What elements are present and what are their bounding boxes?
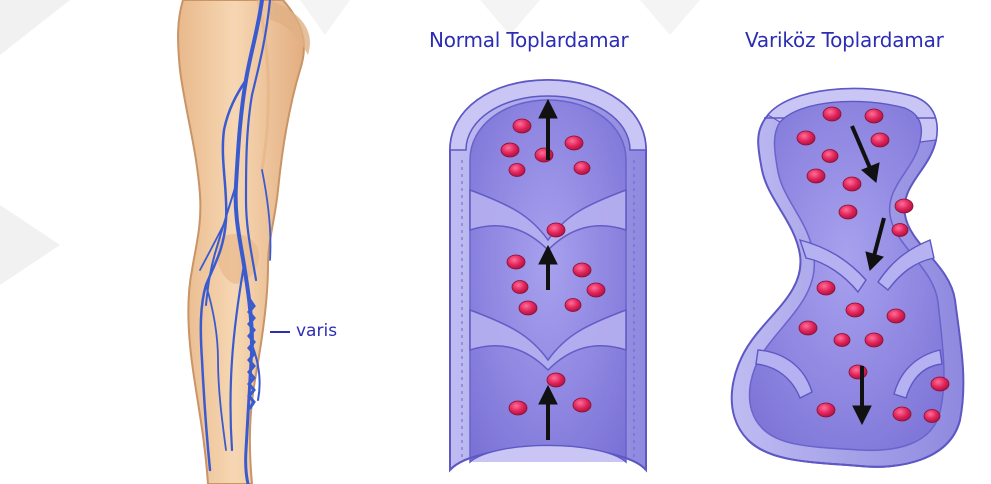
varicose-vein-title: Variköz Toplardamar (745, 28, 944, 52)
leg-illustration (178, 0, 310, 484)
varis-label: varis (296, 321, 337, 341)
normal-vein-title: Normal Toplardamar (429, 28, 628, 52)
